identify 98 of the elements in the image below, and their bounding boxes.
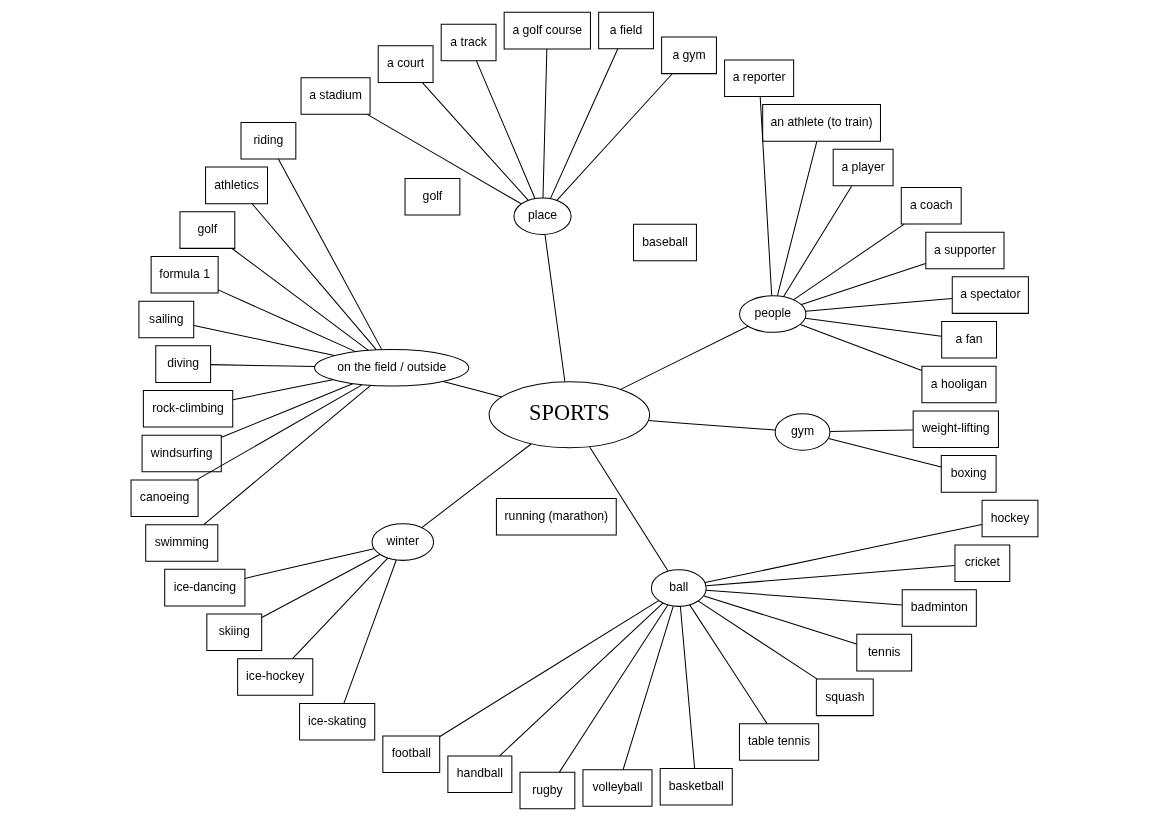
- node-box: handball: [447, 755, 513, 794]
- node-box: boxing: [940, 455, 997, 493]
- connector: [805, 297, 953, 312]
- node-box: a gym: [661, 36, 717, 75]
- node-box: a stadium: [300, 77, 371, 115]
- node-box: a coach: [900, 186, 962, 225]
- node-ellipse: place: [513, 197, 572, 235]
- connector: [343, 559, 397, 704]
- node-ellipse: people: [739, 295, 807, 333]
- node-box: sailing: [138, 300, 195, 339]
- connector: [366, 113, 522, 205]
- node-box: an athlete (to train): [762, 104, 881, 142]
- connector: [647, 420, 776, 431]
- connector: [801, 262, 927, 306]
- node-box: a field: [598, 11, 654, 50]
- node-box: canoeing: [130, 479, 199, 517]
- connector: [829, 429, 914, 432]
- node-ellipse: gym: [774, 413, 831, 451]
- connector: [705, 565, 956, 587]
- connector: [251, 203, 377, 351]
- connector: [544, 234, 566, 383]
- node-box: golf: [179, 211, 236, 249]
- connector: [193, 324, 336, 357]
- node-ellipse: ball: [650, 569, 707, 607]
- node-box: a supporter: [925, 231, 1005, 270]
- node-ellipse: winter: [371, 523, 435, 561]
- node-box: a fan: [941, 321, 998, 359]
- connector: [421, 443, 532, 529]
- node-box: hockey: [981, 499, 1039, 538]
- connector: [703, 595, 858, 645]
- node-box: formula 1: [150, 256, 219, 294]
- connector: [292, 557, 389, 659]
- node-box: ice-hockey: [237, 658, 314, 696]
- node-box: athletics: [205, 166, 268, 205]
- connector: [697, 600, 818, 680]
- connector: [244, 548, 375, 579]
- connector: [221, 383, 354, 438]
- connector: [679, 605, 696, 769]
- connector: [704, 523, 983, 584]
- node-box: running (marathon): [495, 497, 617, 536]
- node-box: a reporter: [724, 59, 795, 97]
- connector: [759, 96, 773, 297]
- connector: [203, 385, 371, 526]
- connector: [556, 73, 673, 201]
- connector: [793, 223, 905, 301]
- node-box: a golf course: [503, 11, 591, 50]
- node-box: badminton: [901, 589, 977, 627]
- connector: [475, 60, 536, 199]
- connector: [277, 158, 383, 351]
- node-box: a court: [377, 45, 434, 83]
- connector: [689, 604, 768, 724]
- connector: [828, 438, 942, 468]
- node-box: cricket: [954, 544, 1011, 583]
- node-box: skiing: [206, 613, 263, 652]
- node-box: golf: [404, 178, 461, 216]
- node-box: ice-skating: [299, 702, 376, 741]
- connector: [550, 48, 619, 199]
- connector: [782, 185, 853, 298]
- node-box: volleyball: [582, 769, 653, 807]
- node-box: rugby: [519, 771, 576, 810]
- connector: [210, 364, 316, 367]
- connector: [589, 446, 669, 572]
- node-box: table tennis: [738, 723, 820, 761]
- node-box: windsurfing: [141, 434, 222, 473]
- connector: [499, 602, 664, 757]
- node-ellipse: SPORTS: [488, 381, 651, 449]
- node-box: ice-dancing: [164, 568, 246, 607]
- connector: [261, 553, 381, 619]
- node-box: squash: [815, 678, 874, 717]
- node-box: rock-climbing: [142, 390, 234, 428]
- connector: [622, 605, 674, 770]
- node-box: a hooligan: [921, 365, 997, 404]
- node-box: diving: [155, 345, 212, 383]
- node-box: basketball: [659, 767, 733, 806]
- connector: [804, 317, 942, 337]
- connector: [542, 48, 548, 199]
- node-box: a track: [440, 23, 497, 62]
- connector: [439, 600, 660, 737]
- connector: [442, 380, 503, 398]
- connector: [231, 248, 369, 351]
- node-box: swimming: [145, 524, 219, 562]
- connector: [799, 323, 923, 371]
- connector: [195, 384, 363, 481]
- connector: [776, 140, 818, 297]
- node-box: a spectator: [951, 276, 1029, 314]
- node-box: tennis: [856, 633, 913, 672]
- connector: [421, 82, 529, 201]
- node-box: football: [382, 735, 441, 774]
- connector: [558, 604, 669, 773]
- node-box: weight-lifting: [912, 410, 999, 448]
- node-box: baseball: [633, 223, 697, 262]
- connector: [705, 589, 903, 606]
- node-box: a player: [832, 148, 894, 187]
- node-ellipse: on the field / outside: [314, 349, 470, 387]
- connector: [217, 289, 357, 353]
- connector: [232, 379, 334, 401]
- node-box: riding: [240, 121, 297, 160]
- connector: [620, 325, 749, 390]
